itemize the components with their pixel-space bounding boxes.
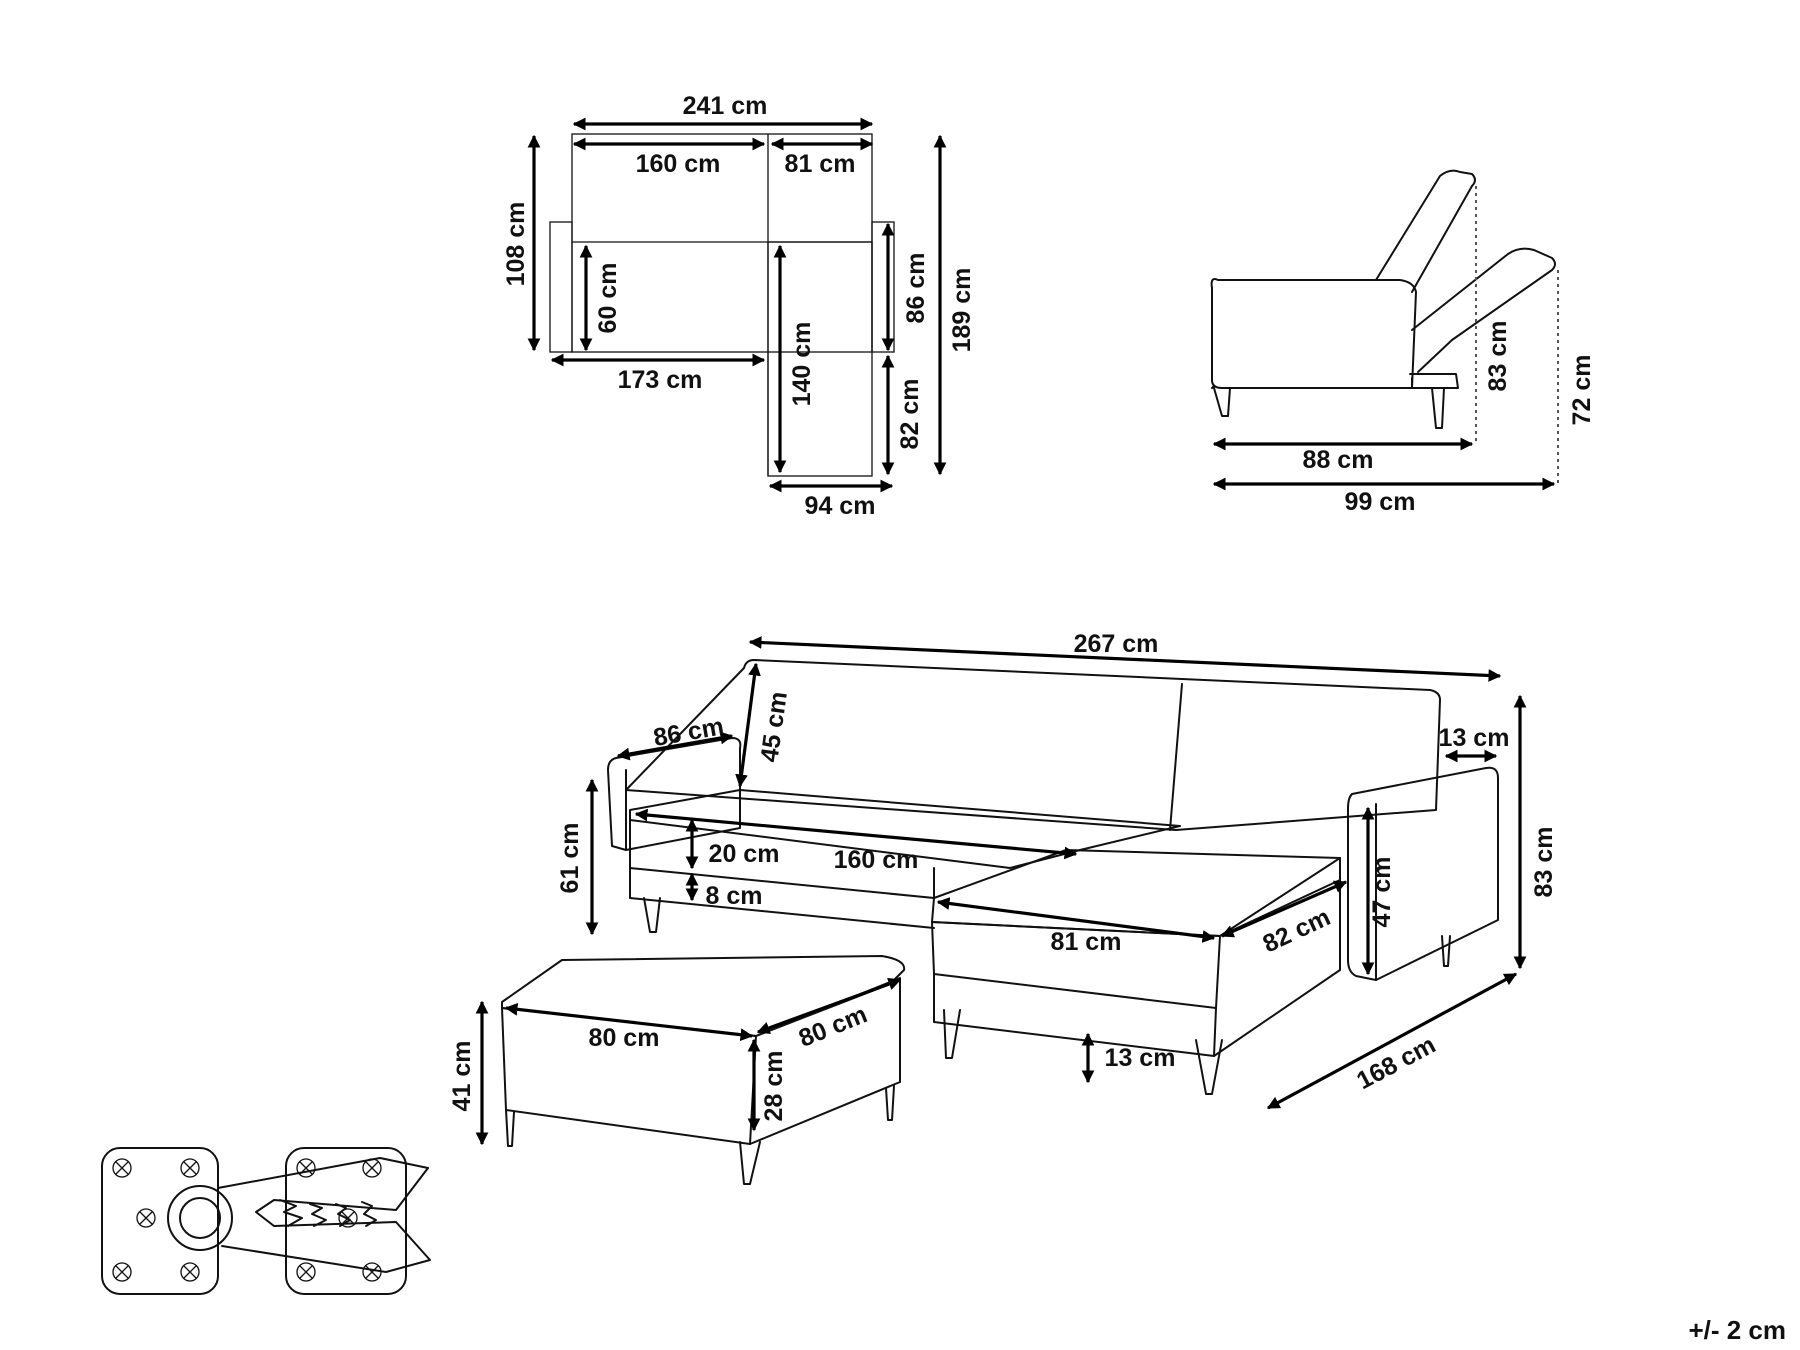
top-overall-width-label: 241 cm (683, 92, 768, 120)
top-armrest-lower-label: 82 cm (896, 379, 924, 450)
backrest (625, 659, 1441, 831)
top-seat-width-label: 173 cm (618, 366, 703, 394)
perspective-sofa (607, 659, 1499, 1095)
ottoman (501, 955, 906, 1185)
perspective-dimension-lines (585, 636, 1527, 1110)
persp-chaise-depth-label: 82 cm (1259, 903, 1335, 958)
right-armrest (1347, 766, 1499, 981)
top-chaise-total-width-label: 94 cm (805, 492, 876, 520)
tolerance-note: +/- 2 cm (1688, 1315, 1786, 1345)
side-depth-label: 88 cm (1303, 446, 1374, 474)
top-view: 241 cm 160 cm 81 cm 108 cm 60 cm 173 cm … (502, 92, 976, 520)
side-height-label: 83 cm (1484, 321, 1512, 392)
top-sofa-width-label: 160 cm (636, 150, 721, 178)
side-view: 88 cm 99 cm 83 cm 72 cm (1210, 169, 1596, 516)
top-chaise-seat-length-label: 140 cm (788, 322, 816, 407)
ottoman-height-label: 41 cm (448, 1041, 476, 1112)
persp-armrest-depth-label: 86 cm (651, 712, 726, 752)
persp-backrest-height-label: 45 cm (755, 690, 793, 764)
side-reclined-depth-label: 99 cm (1345, 488, 1416, 516)
persp-chaise-width-label: 81 cm (1051, 928, 1122, 956)
persp-base-height-label: 8 cm (706, 882, 763, 910)
persp-total-width-label: 267 cm (1074, 630, 1159, 658)
top-chaise-width-label: 81 cm (785, 150, 856, 178)
persp-seat-width-label: 160 cm (834, 846, 919, 874)
ottoman-dimension-lines (475, 977, 902, 1146)
side-view-outline (1210, 169, 1556, 429)
persp-seat-height-label: 20 cm (709, 840, 780, 868)
side-view-dimension-lines (1212, 186, 1559, 491)
ottoman-width-label: 80 cm (589, 1024, 660, 1052)
top-view-dimension-lines (527, 117, 947, 493)
ottoman-depth-label: 80 cm (795, 1000, 871, 1053)
side-reclined-height-label: 72 cm (1568, 355, 1596, 426)
persp-leg-height-label: 13 cm (1105, 1044, 1176, 1072)
persp-total-height-label: 83 cm (1530, 827, 1558, 898)
top-depth-label: 108 cm (502, 202, 530, 287)
top-total-length-label: 189 cm (948, 268, 976, 353)
top-seat-depth-label: 60 cm (594, 263, 622, 334)
persp-armrest-inner-height-label: 47 cm (1368, 857, 1396, 928)
persp-armrest-height-label: 61 cm (556, 823, 584, 894)
top-armrest-upper-label: 86 cm (902, 253, 930, 324)
hinge-mechanism-detail (101, 1147, 431, 1295)
persp-armrest-width-label: 13 cm (1439, 724, 1510, 752)
ottoman-cushion-height-label: 28 cm (760, 1051, 788, 1122)
